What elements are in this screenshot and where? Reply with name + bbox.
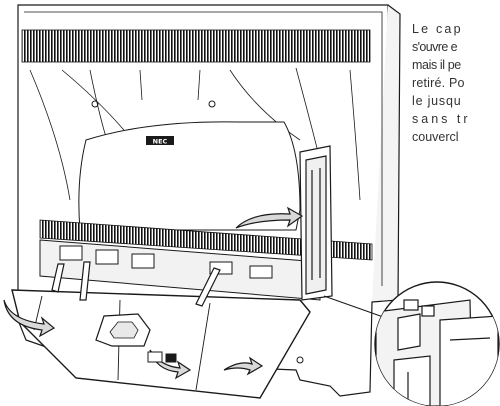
brand-logo-text: NEC (153, 138, 168, 146)
caption-line-4: retiré. Po (412, 76, 465, 90)
caption-text: Le cap s'ouvre e mais il pe retiré. Po l… (412, 20, 500, 146)
detached-rear-cover-panel (11, 289, 311, 399)
terminal-area (39, 239, 321, 301)
motion-arrows (3, 206, 304, 380)
lower-vent-grille (39, 219, 373, 261)
brand-logo: NEC (146, 136, 174, 146)
cover-hooks (51, 261, 221, 307)
caption-line-7: couvercl (412, 130, 459, 144)
screw-marks (91, 100, 304, 364)
caption-line-3: mais il pe (412, 58, 461, 72)
caption-line-1: Le cap (412, 22, 463, 36)
caption-line-6: sans tr (412, 112, 471, 126)
caption-line-2: s'ouvre e (412, 40, 458, 54)
zoom-callout (323, 281, 500, 406)
caption-line-5: le jusqu (412, 94, 462, 108)
top-vent-grille (21, 29, 371, 63)
side-terminal-cover (299, 145, 333, 301)
central-recess (78, 121, 301, 231)
bottom-clips (147, 351, 177, 363)
